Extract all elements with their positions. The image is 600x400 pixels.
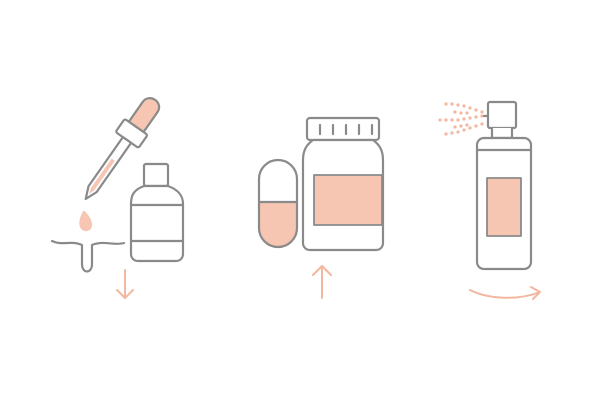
arrow-curved-right-icon [469,286,541,300]
spray-bottle-label-icon [486,177,522,237]
spray-bottle-icon [438,100,541,300]
falling-drop-icon [79,210,93,232]
arrow-up-icon [312,265,332,299]
arrow-down-icon [116,269,134,299]
supplement-jar-icon [301,116,385,252]
dropper-serum-bottle-icon [50,97,185,299]
capsule-icon [257,158,299,249]
dropper-icon [84,97,161,201]
skin-surface-icon [50,239,126,273]
serum-bottle-icon [129,162,185,263]
spray-mist-icon [438,102,484,136]
jar-label-icon [313,174,383,226]
capsule-supplement-jar-icon [257,116,385,299]
